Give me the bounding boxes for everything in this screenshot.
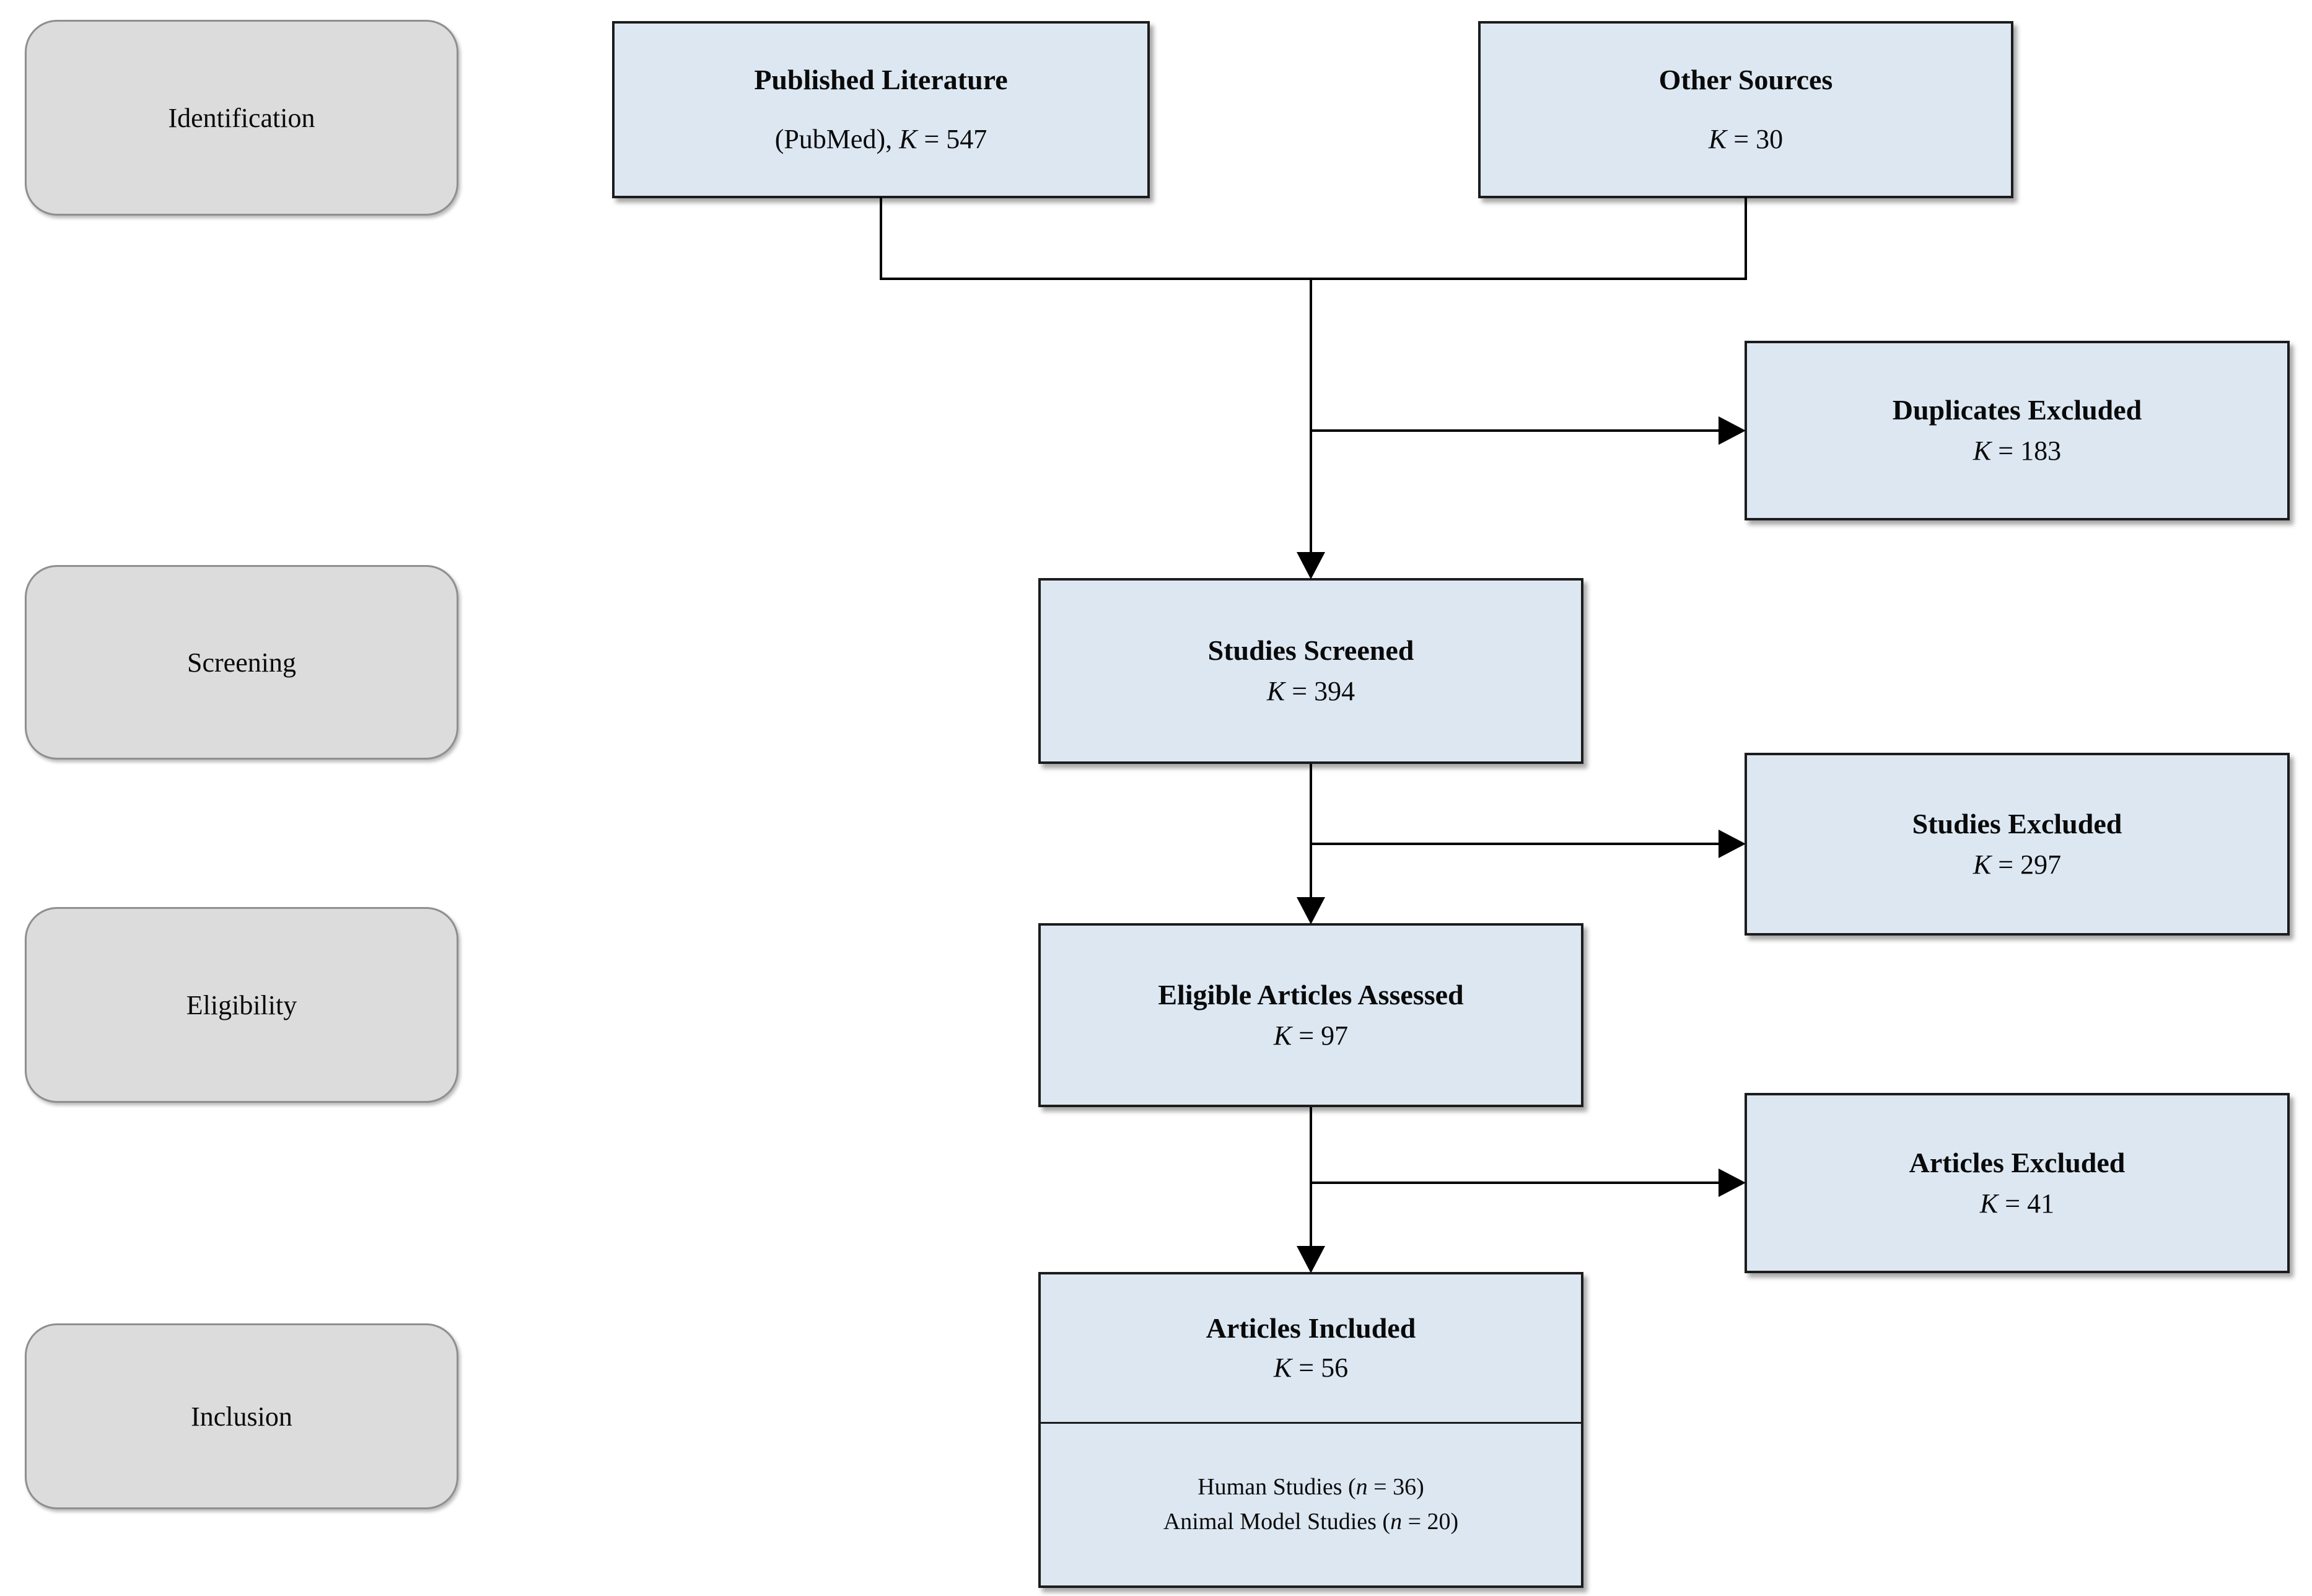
k-symbol: K — [1979, 1188, 1999, 1219]
node-title: Studies Screened — [1207, 634, 1414, 667]
node-studies-excluded: Studies Excluded K = 297 — [1745, 753, 2290, 936]
node-title: Articles Excluded — [1909, 1146, 2126, 1178]
connector-merge-horizontal — [880, 278, 1747, 280]
node-studies-screened: Studies Screened K = 394 — [1038, 578, 1583, 764]
subgroup-text: Animal Model Studies ( — [1163, 1508, 1391, 1535]
subgroup-line-human: Human Studies (n = 36) — [1198, 1473, 1424, 1502]
arrowhead-down-to-studies-screened — [1297, 552, 1325, 579]
articles-included-subgroups: Human Studies (n = 36) Animal Model Stud… — [1041, 1422, 1581, 1585]
arrowhead-right-to-duplicates-excluded — [1719, 416, 1746, 445]
count-prefix: (PubMed), — [774, 124, 900, 155]
k-value: = 56 — [1292, 1353, 1349, 1383]
k-symbol: K — [1973, 436, 1992, 467]
connector-other-sources-drop — [1745, 197, 1747, 280]
node-count: K = 183 — [1973, 436, 2061, 467]
node-articles-included: Articles Included K = 56 Human Studies (… — [1038, 1272, 1583, 1588]
node-title: Studies Excluded — [1912, 807, 2122, 840]
k-value: = 30 — [1727, 124, 1784, 155]
stage-box-inclusion: Inclusion — [25, 1323, 458, 1509]
arrowhead-down-to-articles-included — [1297, 1246, 1325, 1273]
node-articles-excluded: Articles Excluded K = 41 — [1745, 1093, 2290, 1273]
k-symbol: K — [899, 124, 917, 155]
k-value: = 547 — [917, 124, 987, 155]
node-count: K = 394 — [1267, 676, 1355, 708]
articles-included-summary: Articles Included K = 56 — [1041, 1274, 1581, 1422]
arrowhead-right-to-studies-excluded — [1719, 830, 1746, 858]
node-count: (PubMed), K = 547 — [775, 124, 987, 156]
connector-eligible-to-included — [1310, 1107, 1312, 1247]
stage-label-eligibility: Eligibility — [186, 989, 297, 1020]
node-count: K = 97 — [1274, 1020, 1348, 1052]
connector-branch-studies-excluded — [1310, 843, 1720, 845]
node-count: K = 56 — [1274, 1353, 1348, 1384]
node-count: K = 41 — [1980, 1188, 2054, 1220]
arrowhead-down-to-eligible-articles — [1297, 897, 1325, 924]
subgroup-text: Human Studies ( — [1198, 1473, 1356, 1500]
node-title: Other Sources — [1658, 64, 1833, 96]
stage-box-screening: Screening — [25, 565, 458, 760]
k-symbol: K — [1708, 124, 1727, 155]
connector-published-drop — [880, 197, 882, 280]
k-symbol: K — [1266, 676, 1285, 707]
stage-box-eligibility: Eligibility — [25, 907, 458, 1103]
k-value: = 41 — [1998, 1188, 2055, 1219]
node-eligible-articles-assessed: Eligible Articles Assessed K = 97 — [1038, 923, 1583, 1107]
n-symbol: n — [1355, 1473, 1368, 1500]
k-symbol: K — [1273, 1020, 1292, 1051]
node-published-literature: Published Literature (PubMed), K = 547 — [612, 21, 1150, 198]
arrowhead-right-to-articles-excluded — [1719, 1168, 1746, 1197]
stage-label-identification: Identification — [168, 102, 315, 133]
connector-branch-duplicates — [1310, 429, 1720, 432]
stage-label-inclusion: Inclusion — [191, 1401, 292, 1432]
node-count: K = 297 — [1973, 849, 2061, 881]
node-count: K = 30 — [1709, 124, 1783, 156]
k-value: = 97 — [1292, 1020, 1349, 1051]
stage-box-identification: Identification — [25, 20, 458, 216]
node-title: Duplicates Excluded — [1892, 394, 2142, 426]
subgroup-line-animal: Animal Model Studies (n = 20) — [1163, 1508, 1458, 1537]
k-symbol: K — [1973, 849, 1992, 880]
node-title: Eligible Articles Assessed — [1158, 978, 1464, 1011]
k-value: = 394 — [1285, 676, 1355, 707]
node-title: Articles Included — [1206, 1312, 1416, 1344]
connector-branch-articles-excluded — [1310, 1182, 1720, 1184]
n-value: = 36) — [1367, 1473, 1424, 1500]
node-other-sources: Other Sources K = 30 — [1478, 21, 2013, 198]
stage-label-screening: Screening — [187, 647, 296, 678]
n-symbol: n — [1390, 1508, 1403, 1535]
k-value: = 183 — [1991, 436, 2062, 467]
node-title: Published Literature — [754, 64, 1008, 96]
connector-merge-to-screened — [1310, 278, 1312, 553]
node-duplicates-excluded: Duplicates Excluded K = 183 — [1745, 341, 2290, 520]
k-value: = 297 — [1991, 849, 2062, 880]
n-value: = 20) — [1402, 1508, 1459, 1535]
connector-screened-to-eligible — [1310, 764, 1312, 898]
k-symbol: K — [1273, 1353, 1292, 1383]
